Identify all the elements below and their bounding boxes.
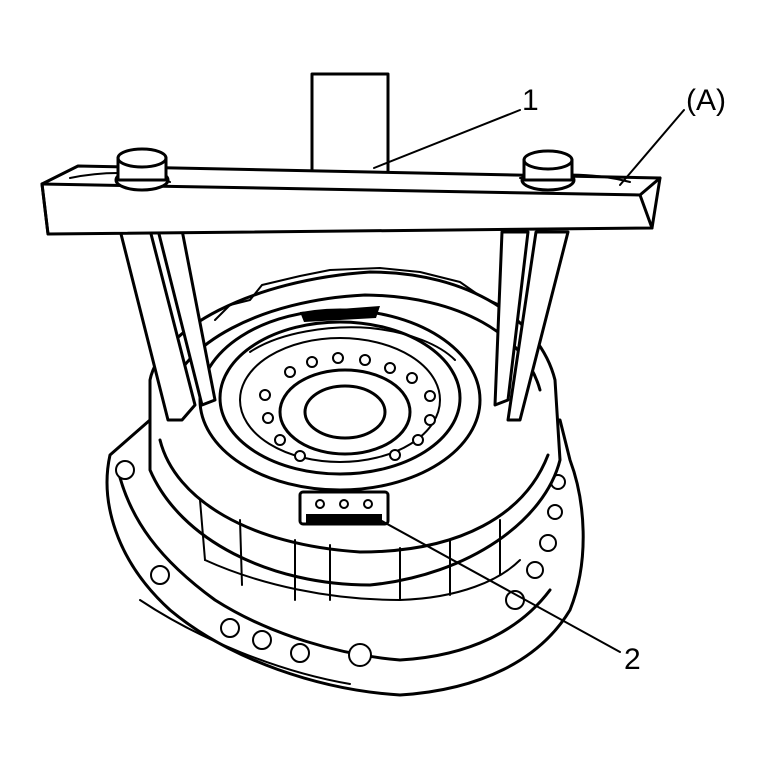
callout-label-2: 2	[624, 643, 641, 676]
bolt-left	[114, 147, 170, 192]
leader-line-2	[379, 519, 621, 653]
spring-retainer	[298, 490, 390, 526]
puller-crossbar	[40, 147, 662, 236]
bolt-right	[520, 149, 576, 192]
leader-lines	[373, 109, 685, 653]
callout-label-1: 1	[522, 84, 539, 117]
clutch-hub	[198, 306, 482, 492]
leader-line-1	[373, 109, 521, 169]
callout-label-a: (A)	[686, 84, 726, 117]
leader-line-a	[619, 109, 685, 186]
puller-legs	[118, 228, 570, 422]
